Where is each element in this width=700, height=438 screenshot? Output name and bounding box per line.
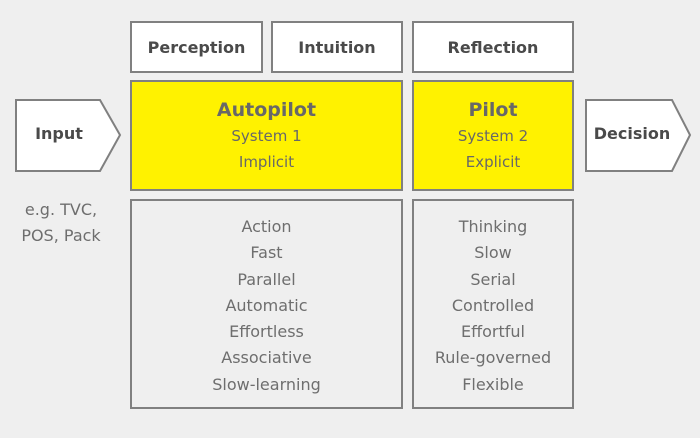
pilot-system: System 2 xyxy=(457,126,529,145)
trait-item: Parallel xyxy=(237,269,296,289)
trait-item: Effortful xyxy=(461,322,525,342)
pilot-mode: Explicit xyxy=(465,152,521,171)
trait-item: Action xyxy=(241,217,292,236)
trait-item: Controlled xyxy=(451,295,535,315)
autopilot-mode: Implicit xyxy=(238,152,295,171)
perception-label: Perception xyxy=(147,37,246,57)
pilot-box: Pilot System 2 Explicit xyxy=(412,80,574,191)
decision-label: Decision xyxy=(593,124,671,143)
intuition-box: Intuition xyxy=(271,21,403,73)
reflection-box: Reflection xyxy=(412,21,574,73)
trait-item: Slow xyxy=(474,243,512,263)
input-arrow xyxy=(15,99,122,172)
autopilot-system: System 1 xyxy=(231,126,302,145)
system1-traits-list: Action Fast Parallel Automatic Effortles… xyxy=(130,199,403,409)
system2-traits-list: Thinking Slow Serial Controlled Effortfu… xyxy=(412,199,574,409)
trait-item: Serial xyxy=(470,269,516,289)
trait-item: Rule-governed xyxy=(434,348,552,368)
trait-item: Slow-learning xyxy=(212,374,321,394)
perception-box: Perception xyxy=(130,21,263,73)
reflection-label: Reflection xyxy=(447,37,539,57)
trait-item: Fast xyxy=(250,243,283,263)
trait-item: Associative xyxy=(221,348,312,368)
trait-item: Thinking xyxy=(458,217,528,236)
trait-item: Flexible xyxy=(462,374,524,394)
input-label: Input xyxy=(35,124,83,143)
trait-item: Automatic xyxy=(225,295,308,315)
input-example-line: POS, Pack xyxy=(21,226,101,245)
pilot-title: Pilot xyxy=(468,98,518,121)
input-examples: e.g. TVC, POS, Pack xyxy=(10,197,112,249)
decision-arrow xyxy=(585,99,692,172)
trait-item: Effortless xyxy=(229,322,304,342)
input-example-line: e.g. TVC, xyxy=(24,200,98,219)
autopilot-box: Autopilot System 1 Implicit xyxy=(130,80,403,191)
autopilot-title: Autopilot xyxy=(216,98,317,121)
intuition-label: Intuition xyxy=(298,37,376,57)
